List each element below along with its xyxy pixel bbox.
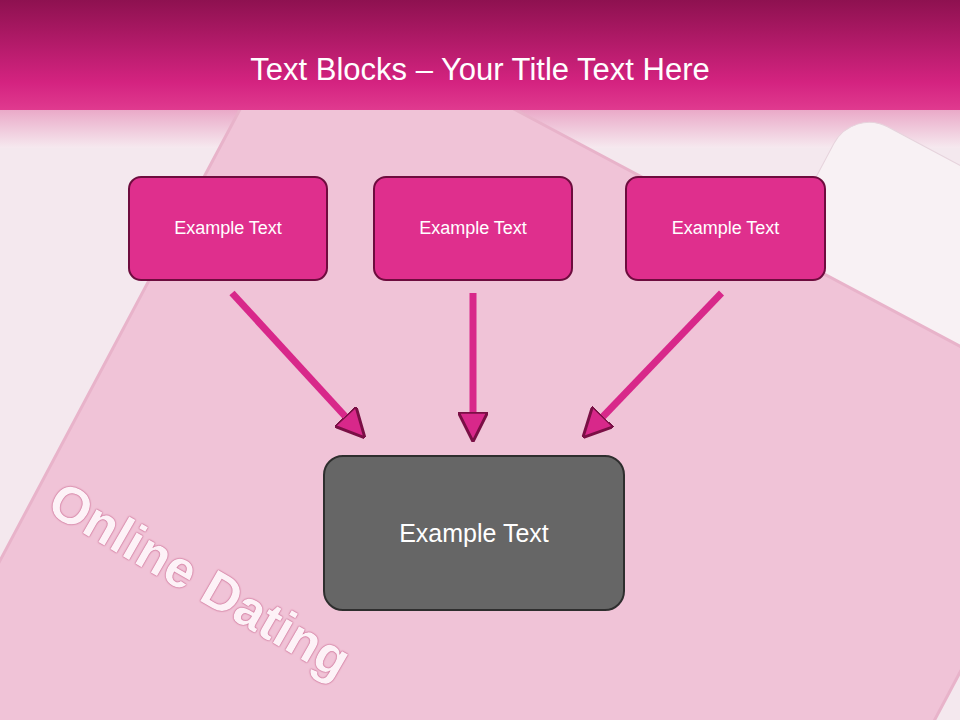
text-block: Example Text bbox=[128, 176, 328, 281]
block-text: Example Text bbox=[419, 218, 527, 239]
flow-arrow bbox=[593, 293, 722, 427]
text-block: Example Text bbox=[373, 176, 573, 281]
block-text: Example Text bbox=[174, 218, 282, 239]
text-block: Example Text bbox=[625, 176, 826, 281]
block-text: Example Text bbox=[672, 218, 780, 239]
slide-title: Text Blocks – Your Title Text Here bbox=[0, 52, 960, 88]
watermark-text: Online Dating bbox=[39, 470, 362, 691]
flow-arrow bbox=[232, 293, 355, 427]
text-block: Example Text bbox=[323, 455, 625, 611]
flow-arrow bbox=[470, 293, 477, 427]
block-text: Example Text bbox=[399, 519, 549, 548]
header-bar bbox=[0, 0, 960, 110]
